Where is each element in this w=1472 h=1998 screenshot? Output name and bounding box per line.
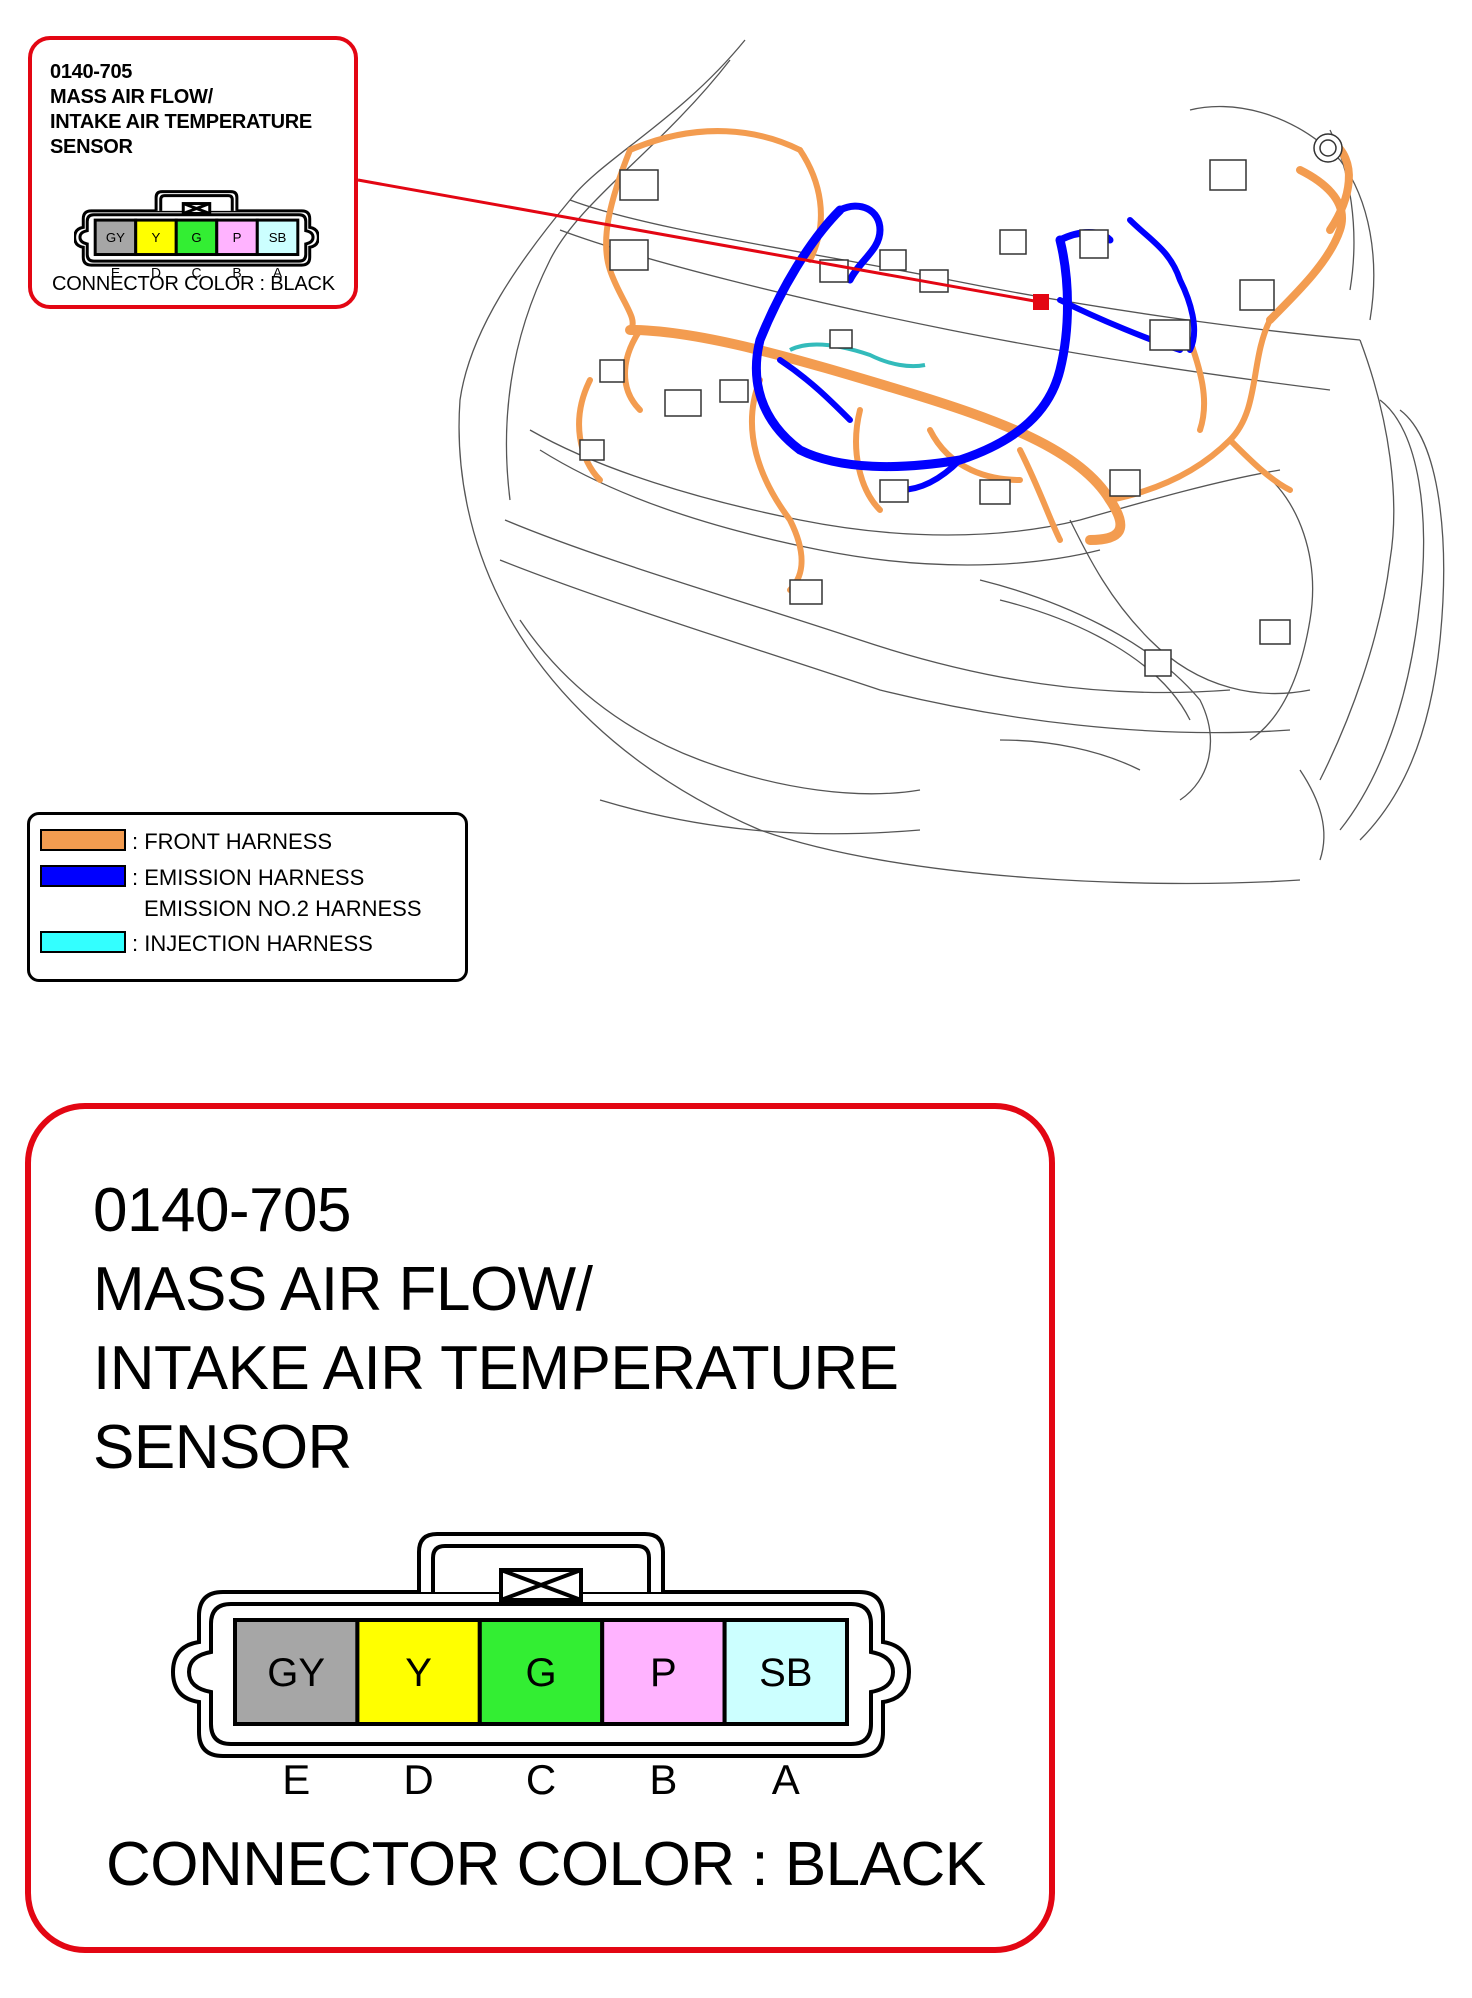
sensor-location-marker [1033,294,1049,310]
legend-item-injection: : INJECTION HARNESS [40,929,373,956]
pin-color-code-d-large: Y [405,1651,432,1695]
front-harness [576,128,1353,593]
emission-harness-swatch [40,865,126,887]
harness-legend: : FRONT HARNESS : EMISSION HARNESS EMISS… [27,812,468,982]
legend-label-injection: : INJECTION HARNESS [132,931,373,956]
sensor-title-large: 0140-705 MASS AIR FLOW/ INTAKE AIR TEMPE… [93,1171,899,1487]
pin-terminal-c-large: C [526,1756,556,1802]
connector-housing-inner-small [78,213,315,263]
pin-terminal-d-small: D [151,265,161,281]
pin-color-code-c-large: G [525,1651,556,1695]
pin-cell-d-small [134,218,178,257]
pin-terminal-c-small: C [191,265,201,281]
sensor-code-large: 0140-705 [93,1176,352,1245]
connector-key-x-large [500,1568,582,1602]
legend-item-emission: : EMISSION HARNESS [40,863,364,890]
pin-color-code-e-large: GY [267,1651,325,1695]
pin-cell-e-small [93,218,138,257]
connector-latch-inner-large [431,1544,651,1592]
pin-color-code-b-large: P [650,1651,677,1695]
legend-item-front: : FRONT HARNESS [40,827,332,854]
connector-housing-inner-large [186,1602,896,1746]
legend-item-emission-no2: EMISSION NO.2 HARNESS [144,894,422,921]
connector-latch-inner-small [159,194,234,211]
pin-cell-a-small [255,218,300,257]
legend-label-emission: : EMISSION HARNESS [132,865,365,890]
connector-diagram-small: GY E Y D G C P B SB A [74,190,319,281]
connector-diagram-large: GY E Y D G C P B SB A [171,1532,911,1802]
pin-color-code-e-small: GY [106,230,125,245]
sensor-callout-large: 0140-705 MASS AIR FLOW/ INTAKE AIR TEMPE… [25,1103,1055,1953]
connector-color-small: CONNECTOR COLOR : BLACK [52,273,335,295]
sensor-name-line2: INTAKE AIR TEMPERATURE [50,111,312,133]
pin-color-code-a-small: SB [269,230,287,245]
injection-harness [789,342,926,369]
emission-harness [751,202,1198,493]
pin-cell-a-large [722,1618,849,1726]
sensor-name-line1-large: MASS AIR FLOW/ [93,1255,593,1324]
sensor-name-line2-large: INTAKE AIR TEMPERATURE [93,1334,899,1403]
legend-label-front: : FRONT HARNESS [132,829,333,854]
sensor-title-small: 0140-705 MASS AIR FLOW/ INTAKE AIR TEMPE… [50,60,312,160]
pin-terminal-b-small: B [232,265,241,281]
connectors [579,133,1343,677]
connector-key-x-small [182,202,211,215]
connector-latch-large [417,1532,665,1592]
pin-terminal-b-large: B [649,1756,677,1802]
pin-terminal-e-small: E [111,265,120,281]
pin-color-code-a-large: SB [759,1651,812,1695]
sensor-name-line1: MASS AIR FLOW/ [50,86,213,108]
pin-cell-c-small [174,218,219,257]
pin-cell-c-large [477,1618,605,1726]
pin-terminal-e-large: E [282,1756,310,1802]
pin-terminal-a-large: A [772,1756,800,1802]
sensor-name-line3-large: SENSOR [93,1413,352,1482]
pin-terminal-a-small: A [273,265,283,281]
sensor-name-line3: SENSOR [50,136,133,158]
connector-color-large: CONNECTOR COLOR : BLACK [106,1830,986,1899]
engine-bay-harness-drawing [357,39,1445,885]
car-body-outline [458,39,1445,885]
pin-color-code-b-small: P [233,230,242,245]
sensor-code: 0140-705 [50,61,133,83]
legend-label-emission-no2: EMISSION NO.2 HARNESS [144,896,422,921]
pin-terminal-d-large: D [403,1756,433,1802]
locator-line [357,178,1041,304]
injection-harness-swatch [40,931,126,953]
pin-color-code-d-small: Y [152,230,161,245]
pin-color-code-c-small: G [191,230,201,245]
pin-cell-d-large [355,1618,482,1726]
front-harness-swatch [40,829,126,851]
sensor-callout-small: 0140-705 MASS AIR FLOW/ INTAKE AIR TEMPE… [28,36,358,309]
